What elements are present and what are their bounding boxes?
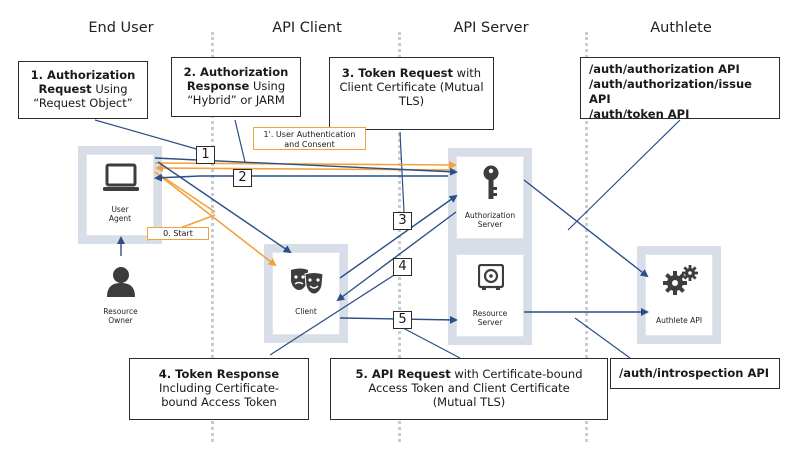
callout-token-request: 3. Token Request with Client Certificate… — [329, 57, 494, 130]
key-icon — [483, 165, 499, 199]
lane-separator-2 — [398, 32, 401, 442]
callout-5-bold: 5. API Request — [355, 367, 451, 381]
client-label: Client — [295, 307, 317, 316]
callout-1-leader — [94, 119, 201, 151]
authlete-api-label: Authlete API — [655, 316, 703, 325]
authlete-api-card[interactable]: Authlete API — [645, 254, 713, 336]
callout-authorization-response: 2. Authorization Response Using “Hybrid”… — [171, 57, 301, 117]
user-agent-card[interactable]: User Agent — [86, 154, 154, 236]
person-icon — [107, 267, 135, 297]
callout-2-leader — [234, 119, 246, 163]
introspection-api: /auth/introspection API — [610, 358, 780, 389]
user-agent-label: User Agent — [108, 205, 132, 223]
lane-separator-1 — [211, 32, 214, 442]
callout-authorization-request: 1. Authorization Request Using “Request … — [18, 61, 148, 119]
step-5-badge: 5 — [393, 311, 412, 329]
api-token: /auth/token API — [589, 107, 690, 121]
authorization-server-label: Authorization Server — [464, 211, 516, 229]
introspection-leader — [574, 317, 631, 359]
callout-1-text: Using “Request Object” — [33, 82, 133, 110]
authorization-server-card[interactable]: Authorization Server — [456, 156, 524, 239]
step-1-badge: 1 — [196, 146, 215, 164]
api-authorization: /auth/authorization API — [589, 62, 740, 76]
resource-owner-label: Resource Owner — [103, 307, 138, 325]
callout-5-leader — [402, 327, 461, 359]
callout-4-leader — [269, 269, 403, 356]
authlete-api-list: /auth/authorization API /auth/authorizat… — [580, 57, 780, 121]
resource-owner-card: Resource Owner — [87, 256, 154, 336]
api-authorization-issue: /auth/authorization/issue API — [589, 77, 752, 106]
lane-label-end-user: End User — [88, 20, 154, 36]
laptop-icon — [103, 163, 139, 191]
step-2-badge: 2 — [233, 169, 252, 187]
start-label: 0. Start — [147, 227, 209, 240]
step-3-badge: 3 — [393, 212, 412, 230]
client-card[interactable]: Client — [272, 252, 340, 335]
resource-server-card[interactable]: Resource Server — [456, 254, 524, 337]
callout-3-leader — [399, 131, 405, 213]
theater-masks-icon — [291, 268, 324, 295]
lane-label-api-client: API Client — [272, 20, 342, 36]
callout-4-bold: 4. Token Response — [158, 367, 280, 381]
lane-label-api-server: API Server — [453, 20, 529, 36]
authlete-api-leader — [567, 119, 681, 231]
callout-2-bold: 2. Authorization Response — [183, 65, 289, 93]
auth-consent-label: 1'. User Authentication and Consent — [253, 127, 366, 150]
callout-1-bold: 1. Authorization Request — [30, 68, 136, 96]
lane-label-authlete: Authlete — [650, 20, 712, 36]
lane-separator-3 — [585, 32, 588, 442]
callout-token-response: 4. Token Response Including Certificate-… — [129, 358, 309, 420]
callout-3-bold: 3. Token Request — [341, 66, 454, 80]
safe-icon — [478, 264, 504, 290]
callout-5-text: with Certificate-bound Access Token and … — [368, 367, 583, 409]
callout-4-text: Including Certificate-bound Access Token — [158, 381, 280, 409]
step-4-badge: 4 — [393, 258, 412, 276]
callout-3-text: with Client Certificate (Mutual TLS) — [339, 66, 484, 108]
callout-api-request: 5. API Request with Certificate-bound Ac… — [330, 358, 608, 420]
callout-2-text: Using “Hybrid” or JARM — [187, 79, 286, 107]
gears-icon — [663, 265, 698, 295]
resource-server-label: Resource Server — [472, 309, 508, 327]
